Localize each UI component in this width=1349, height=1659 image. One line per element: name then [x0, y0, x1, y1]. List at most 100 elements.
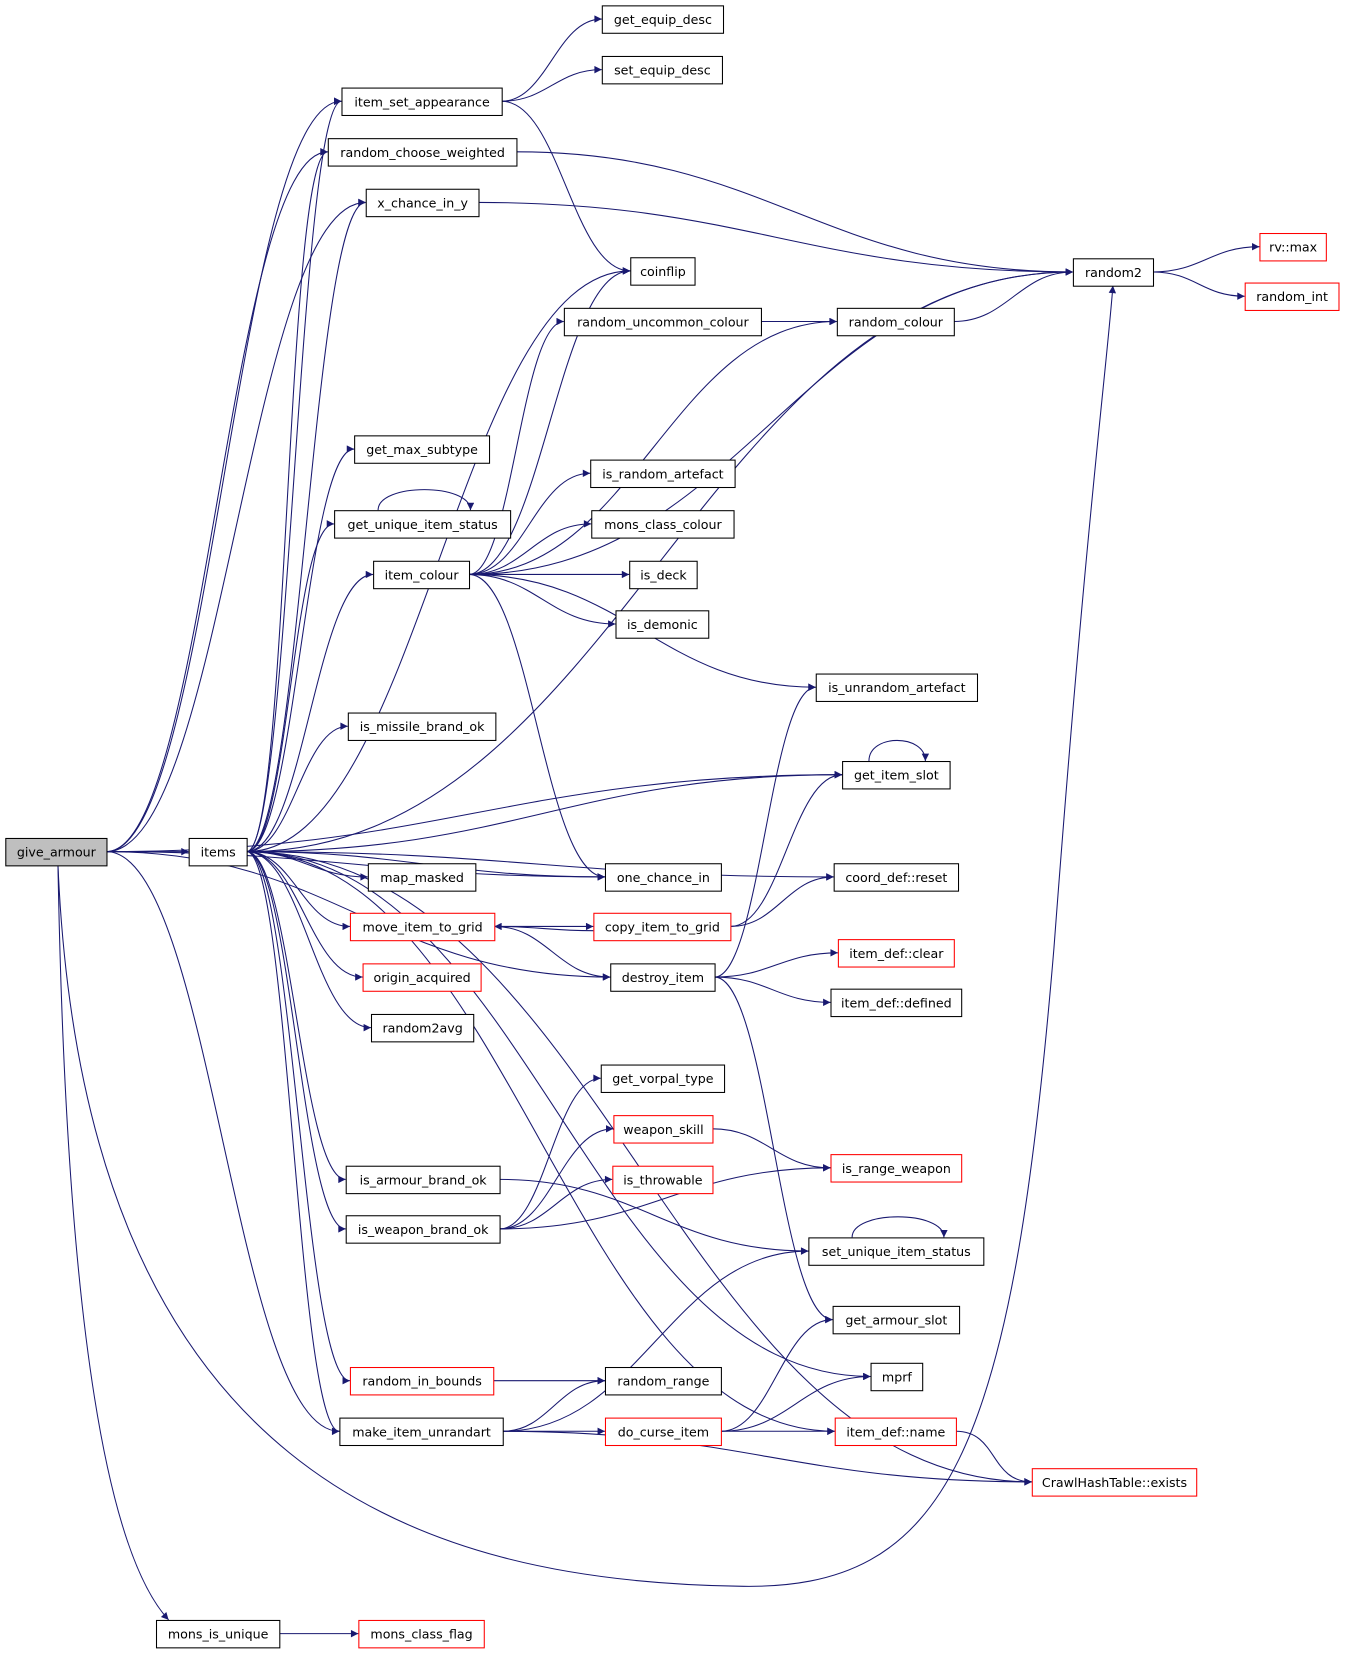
node-label: mprf: [882, 1370, 913, 1385]
node-item-colour[interactable]: item_colour: [373, 560, 471, 590]
edge-give_armour-to-make_item_unrandart: [106, 851, 340, 1435]
node-box: [808, 1237, 985, 1266]
node-label: one_chance_in: [617, 870, 710, 885]
node-coord-def-reset[interactable]: coord_def::reset: [833, 863, 960, 892]
edge-give_armour-to-random_choose_weighted: [106, 148, 328, 853]
edge-item_colour-to-is_random_artefact: [468, 469, 591, 575]
edge-item_set_appearance-to-coinflip: [501, 100, 631, 275]
edge-is_weapon_brand_ok-to-get_vorpal_type: [499, 1074, 601, 1230]
node-items[interactable]: items: [188, 837, 248, 867]
node-is-unrandom-artefact[interactable]: is_unrandom_artefact: [815, 673, 979, 702]
node-random-int[interactable]: random_int: [1244, 282, 1340, 311]
node-label: weapon_skill: [623, 1122, 703, 1137]
node-label: move_item_to_grid: [363, 919, 483, 934]
node-map-masked[interactable]: map_masked: [367, 863, 477, 892]
node-get-equip-desc[interactable]: get_equip_desc: [601, 5, 725, 34]
nodes-layer: give_armour items get_equip_desc set_equip_…: [5, 5, 1340, 1649]
edge-copy_item_to_grid-to-move_item_to_grid: [494, 922, 594, 932]
node-get-vorpal-type[interactable]: get_vorpal_type: [600, 1064, 726, 1093]
edge-items-to-item_set_appearance: [246, 97, 342, 853]
node-random-colour[interactable]: random_colour: [836, 307, 955, 337]
node-random2[interactable]: random2: [1072, 258, 1155, 287]
node-item-def-name[interactable]: item_def::name: [834, 1417, 957, 1447]
node-box: [591, 510, 735, 539]
node-move-item-to-grid[interactable]: move_item_to_grid: [349, 912, 496, 942]
node-copy-item-to-grid[interactable]: copy_item_to_grid: [593, 912, 732, 942]
node-box: [345, 1215, 501, 1244]
node-random-uncommon-colour[interactable]: random_uncommon_colour: [563, 307, 762, 337]
node-is-throwable[interactable]: is_throwable: [612, 1165, 714, 1195]
node-box: [341, 87, 503, 117]
node-label: get_vorpal_type: [612, 1071, 713, 1086]
node-is-missile-brand-ok[interactable]: is_missile_brand_ok: [347, 712, 497, 741]
node-box: [830, 988, 963, 1018]
node-get-unique-item-status[interactable]: get_unique_item_status: [334, 510, 512, 539]
node-box: [604, 863, 722, 892]
node-mons-class-flag[interactable]: mons_class_flag: [358, 1619, 485, 1649]
node-box: [593, 912, 732, 942]
edge-items-to-x_chance_in_y: [246, 198, 366, 853]
node-give-armour[interactable]: give_armour: [5, 837, 108, 867]
node-item-set-appearance[interactable]: item_set_appearance: [341, 87, 503, 117]
edge-items-to-is_missile_brand_ok: [246, 722, 348, 853]
node-mons-is-unique[interactable]: mons_is_unique: [155, 1619, 281, 1649]
node-label: item_colour: [385, 567, 460, 582]
edge-items-to-get_unique_item_status: [246, 520, 335, 853]
node-box: [870, 1362, 924, 1392]
node-get-max-subtype[interactable]: get_max_subtype: [354, 435, 491, 464]
node-get-item-slot[interactable]: get_item_slot: [842, 760, 951, 790]
edge-item_colour-to-one_chance_in: [468, 573, 605, 881]
node-box: [610, 963, 716, 992]
node-item-def-defined[interactable]: item_def::defined: [830, 988, 963, 1018]
node-weapon-skill[interactable]: weapon_skill: [613, 1115, 714, 1144]
node-make-item-unrandart[interactable]: make_item_unrandart: [339, 1417, 504, 1447]
node-label: random_uncommon_colour: [577, 315, 749, 330]
node-origin-acquired[interactable]: origin_acquired: [362, 963, 482, 992]
node-is-armour-brand-ok[interactable]: is_armour_brand_ok: [345, 1165, 501, 1195]
edge-items-to-random2avg: [246, 851, 371, 1032]
edge-random_colour-to-random2: [953, 268, 1073, 323]
node-mprf[interactable]: mprf: [870, 1362, 924, 1392]
edge-item_set_appearance-to-get_equip_desc: [501, 15, 602, 102]
node-label: is_unrandom_artefact: [828, 680, 965, 695]
node-label: is_demonic: [627, 617, 698, 632]
node-box: [367, 863, 477, 892]
edge-items-to-move_item_to_grid: [246, 851, 350, 931]
node-one-chance-in[interactable]: one_chance_in: [604, 863, 722, 892]
node-rv-max[interactable]: rv::max: [1259, 232, 1327, 262]
node-get-armour-slot[interactable]: get_armour_slot: [832, 1305, 961, 1335]
node-destroy-item[interactable]: destroy_item: [610, 963, 716, 992]
node-do-curse-item[interactable]: do_curse_item: [604, 1417, 722, 1447]
node-crawlhashtable-exists[interactable]: CrawlHashTable::exists: [1031, 1468, 1198, 1497]
edge-items-to-make_item_unrandart: [246, 851, 340, 1435]
node-random2avg[interactable]: random2avg: [370, 1013, 475, 1043]
node-mons-class-colour[interactable]: mons_class_colour: [591, 510, 735, 539]
node-set-unique-item-status[interactable]: set_unique_item_status: [808, 1237, 985, 1266]
edge-random2-to-random_int: [1152, 271, 1245, 300]
node-random-in-bounds[interactable]: random_in_bounds: [349, 1366, 495, 1396]
node-is-demonic[interactable]: is_demonic: [615, 610, 710, 639]
node-label: mons_class_colour: [604, 517, 722, 532]
node-coinflip[interactable]: coinflip: [630, 257, 696, 286]
node-is-random-artefact[interactable]: is_random_artefact: [590, 459, 736, 489]
node-label: copy_item_to_grid: [605, 919, 720, 934]
node-random-range[interactable]: random_range: [604, 1366, 722, 1396]
edge-is_armour_brand_ok-to-set_unique_item_status: [499, 1178, 809, 1255]
node-label: item_def::name: [846, 1424, 945, 1439]
edge-random2-to-rv_max: [1152, 243, 1260, 273]
edge-give_armour-to-random2: [57, 285, 1117, 1587]
node-is-weapon-brand-ok[interactable]: is_weapon_brand_ok: [345, 1215, 501, 1244]
node-box: [629, 560, 698, 590]
edge-weapon_skill-to-is_range_weapon: [712, 1128, 831, 1172]
node-random-choose-weighted[interactable]: random_choose_weighted: [327, 138, 518, 167]
node-box: [155, 1619, 281, 1649]
node-set-equip-desc[interactable]: set_equip_desc: [601, 55, 723, 85]
node-box: [601, 5, 725, 34]
node-label: is_throwable: [623, 1172, 703, 1187]
node-x-chance-in-y[interactable]: x_chance_in_y: [365, 188, 480, 218]
node-item-def-clear[interactable]: item_def::clear: [837, 939, 955, 968]
node-is-deck[interactable]: is_deck: [629, 560, 698, 590]
node-label: coinflip: [640, 264, 686, 279]
node-is-range-weapon[interactable]: is_range_weapon: [830, 1154, 963, 1183]
edge-random_choose_weighted-to-random2: [516, 151, 1073, 276]
